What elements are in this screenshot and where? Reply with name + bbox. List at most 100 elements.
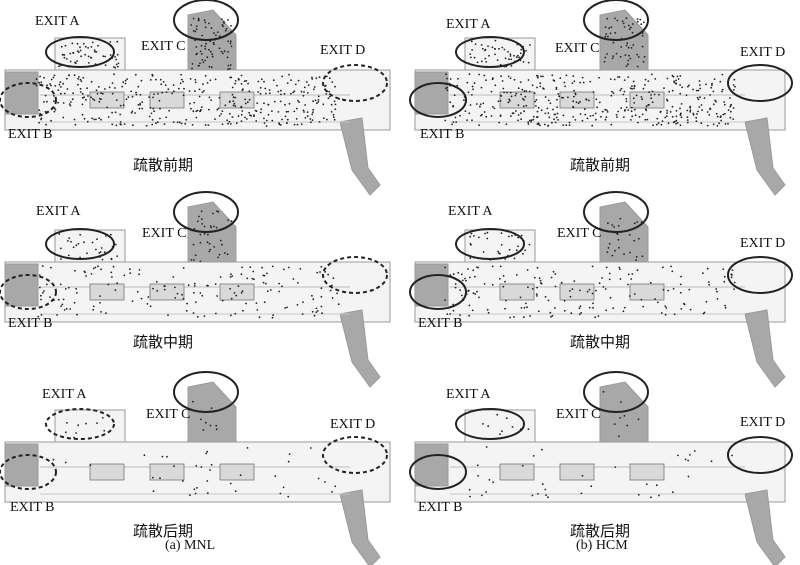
pedestrian-dot — [282, 268, 285, 271]
pedestrian-dot — [486, 231, 489, 234]
pedestrian-dot — [662, 288, 665, 291]
pedestrian-dot — [296, 123, 299, 126]
pedestrian-dot — [720, 119, 722, 122]
pedestrian-dot — [141, 107, 144, 110]
pedestrian-dot — [89, 464, 92, 466]
pedestrian-dot — [723, 101, 726, 103]
pedestrian-dot — [672, 121, 675, 124]
pedestrian-dot — [92, 308, 95, 311]
pedestrian-dot — [515, 110, 517, 112]
pedestrian-dot — [512, 112, 515, 115]
pedestrian-dot — [116, 255, 118, 257]
pedestrian-dot — [334, 103, 337, 106]
pedestrian-dot — [532, 115, 535, 118]
pedestrian-dot — [218, 96, 221, 99]
exit-d-stair — [744, 309, 786, 388]
pedestrian-dot — [706, 267, 709, 270]
pedestrian-dot — [715, 112, 718, 115]
pedestrian-dot — [613, 226, 615, 228]
pedestrian-dot — [469, 257, 472, 259]
pedestrian-dot — [208, 242, 211, 245]
pedestrian-dot — [116, 40, 119, 43]
pedestrian-dot — [119, 104, 122, 107]
pedestrian-dot — [245, 118, 248, 120]
exit-a-label: EXIT A — [36, 204, 81, 219]
pedestrian-dot — [153, 93, 155, 96]
pedestrian-dot — [654, 78, 657, 80]
pedestrian-dot — [63, 54, 66, 56]
pedestrian-dot — [200, 418, 202, 421]
pedestrian-dot — [152, 107, 155, 110]
exit-a-label: EXIT A — [42, 387, 87, 402]
pedestrian-dot — [611, 90, 613, 93]
exit-b-label: EXIT B — [8, 316, 53, 331]
pedestrian-dot — [313, 88, 315, 91]
pedestrian-dot — [194, 81, 197, 84]
pedestrian-dot — [648, 103, 650, 106]
pedestrian-dot — [277, 90, 280, 93]
pedestrian-dot — [86, 120, 89, 123]
pedestrian-dot — [253, 278, 255, 281]
pedestrian-dot — [509, 77, 512, 79]
pedestrian-dot — [82, 42, 85, 45]
pedestrian-dot — [651, 101, 654, 104]
pedestrian-dot — [100, 92, 103, 95]
exit-b-highlight — [409, 274, 467, 310]
pedestrian-dot — [42, 292, 44, 294]
pedestrian-dot — [445, 73, 447, 76]
pedestrian-dot — [686, 121, 689, 124]
pedestrian-dot — [248, 111, 251, 114]
pedestrian-dot — [644, 118, 647, 121]
pedestrian-dot — [215, 34, 217, 37]
pedestrian-dot — [478, 124, 480, 126]
pedestrian-dot — [227, 19, 230, 21]
pedestrian-dot — [43, 101, 45, 103]
pedestrian-dot — [79, 256, 81, 259]
pedestrian-dot — [297, 99, 299, 102]
pedestrian-dot — [182, 80, 184, 83]
pedestrian-dot — [76, 313, 78, 316]
pedestrian-dot — [473, 275, 476, 278]
pedestrian-dot — [629, 87, 632, 90]
pedestrian-dot — [43, 290, 45, 292]
pedestrian-dot — [77, 242, 80, 245]
pedestrian-dot — [579, 289, 581, 292]
pedestrian-dot — [679, 107, 681, 110]
pedestrian-dot — [614, 466, 617, 468]
pedestrian-dot — [481, 47, 484, 50]
gate-block — [89, 463, 125, 481]
pedestrian-dot — [87, 95, 89, 97]
pedestrian-dot — [611, 57, 614, 60]
pedestrian-dot — [535, 116, 538, 119]
pedestrian-dot — [195, 116, 198, 119]
pedestrian-dot — [160, 83, 163, 86]
pedestrian-dot — [688, 84, 690, 87]
pedestrian-dot — [230, 273, 232, 275]
pedestrian-dot — [632, 97, 635, 100]
pedestrian-dot — [602, 390, 605, 393]
pedestrian-dot — [121, 85, 124, 88]
pedestrian-dot — [629, 251, 631, 254]
pedestrian-dot — [556, 106, 558, 108]
pedestrian-dot — [74, 269, 76, 272]
pedestrian-dot — [40, 117, 43, 120]
pedestrian-dot — [112, 265, 115, 268]
pedestrian-dot — [83, 241, 85, 244]
pedestrian-dot — [104, 55, 106, 58]
pedestrian-dot — [554, 121, 557, 124]
pedestrian-dot — [547, 299, 550, 302]
exit-d-label: EXIT D — [320, 43, 366, 58]
pedestrian-dot — [311, 113, 314, 116]
pedestrian-dot — [223, 20, 225, 23]
pedestrian-dot — [234, 312, 237, 315]
pedestrian-dot — [240, 273, 243, 276]
pedestrian-dot — [103, 251, 106, 254]
pedestrian-dot — [79, 78, 82, 81]
pedestrian-dot — [263, 122, 266, 124]
pedestrian-dot — [589, 80, 592, 83]
pedestrian-dot — [210, 27, 213, 29]
pedestrian-dot — [600, 115, 602, 118]
pedestrian-dot — [702, 312, 705, 315]
pedestrian-dot — [631, 88, 633, 90]
phase-label: 疏散后期 — [570, 522, 631, 540]
